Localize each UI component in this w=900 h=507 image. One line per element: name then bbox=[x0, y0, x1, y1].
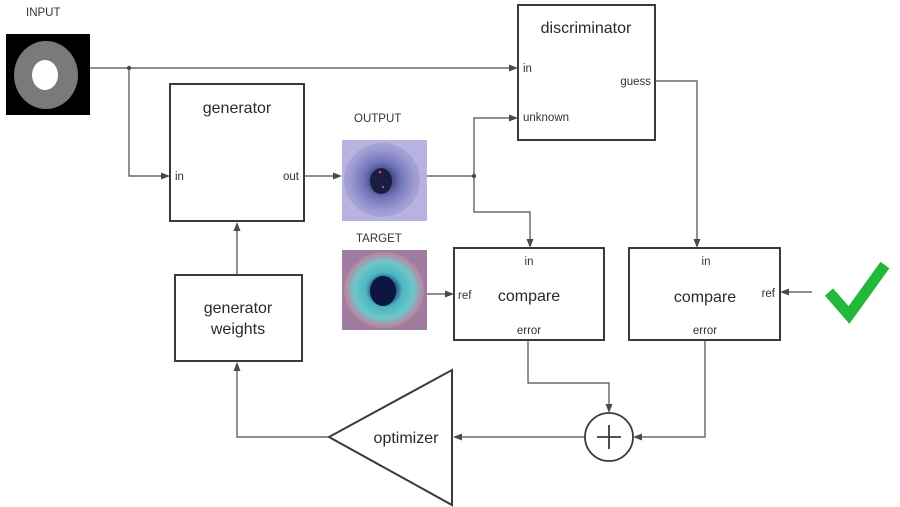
compare-right-port-ref: ref bbox=[762, 288, 776, 300]
discriminator-port-unknown: unknown bbox=[523, 112, 569, 124]
compare-left-port-error: error bbox=[517, 325, 541, 337]
input-caption: INPUT bbox=[26, 7, 61, 19]
wires bbox=[90, 64, 812, 441]
compare-left-port-ref: ref bbox=[458, 290, 472, 302]
discriminator-block: discriminator in unknown guess bbox=[517, 4, 656, 141]
generator-port-out: out bbox=[283, 171, 300, 183]
generator-title: generator bbox=[203, 100, 272, 117]
generator-block: generator in out bbox=[169, 83, 305, 222]
discriminator-port-guess: guess bbox=[620, 76, 651, 88]
discriminator-port-in: in bbox=[523, 63, 532, 75]
discriminator-title: discriminator bbox=[541, 20, 632, 37]
compare-right-port-error: error bbox=[693, 325, 717, 337]
target-caption: TARGET bbox=[356, 233, 402, 245]
generator-weights-block: generator weights bbox=[174, 274, 303, 362]
optimizer-block: optimizer bbox=[326, 368, 453, 507]
output-image bbox=[342, 140, 427, 221]
target-image bbox=[342, 250, 427, 330]
compare-right-title: compare bbox=[674, 289, 736, 306]
checkmark-icon bbox=[824, 261, 890, 324]
optimizer-title: optimizer bbox=[374, 430, 440, 447]
plus-circle-icon bbox=[584, 412, 634, 462]
compare-right-block: in ref compare error bbox=[628, 247, 781, 341]
generator-weights-title-line1: generator bbox=[204, 300, 273, 317]
output-caption: OUTPUT bbox=[354, 113, 401, 125]
compare-left-title: compare bbox=[498, 288, 560, 305]
generator-weights-title-line2: weights bbox=[210, 321, 265, 338]
compare-left-port-in: in bbox=[525, 256, 534, 268]
generator-port-in: in bbox=[175, 171, 184, 183]
input-image bbox=[6, 34, 90, 115]
compare-left-block: in ref compare error bbox=[453, 247, 605, 341]
compare-right-port-in: in bbox=[702, 256, 711, 268]
